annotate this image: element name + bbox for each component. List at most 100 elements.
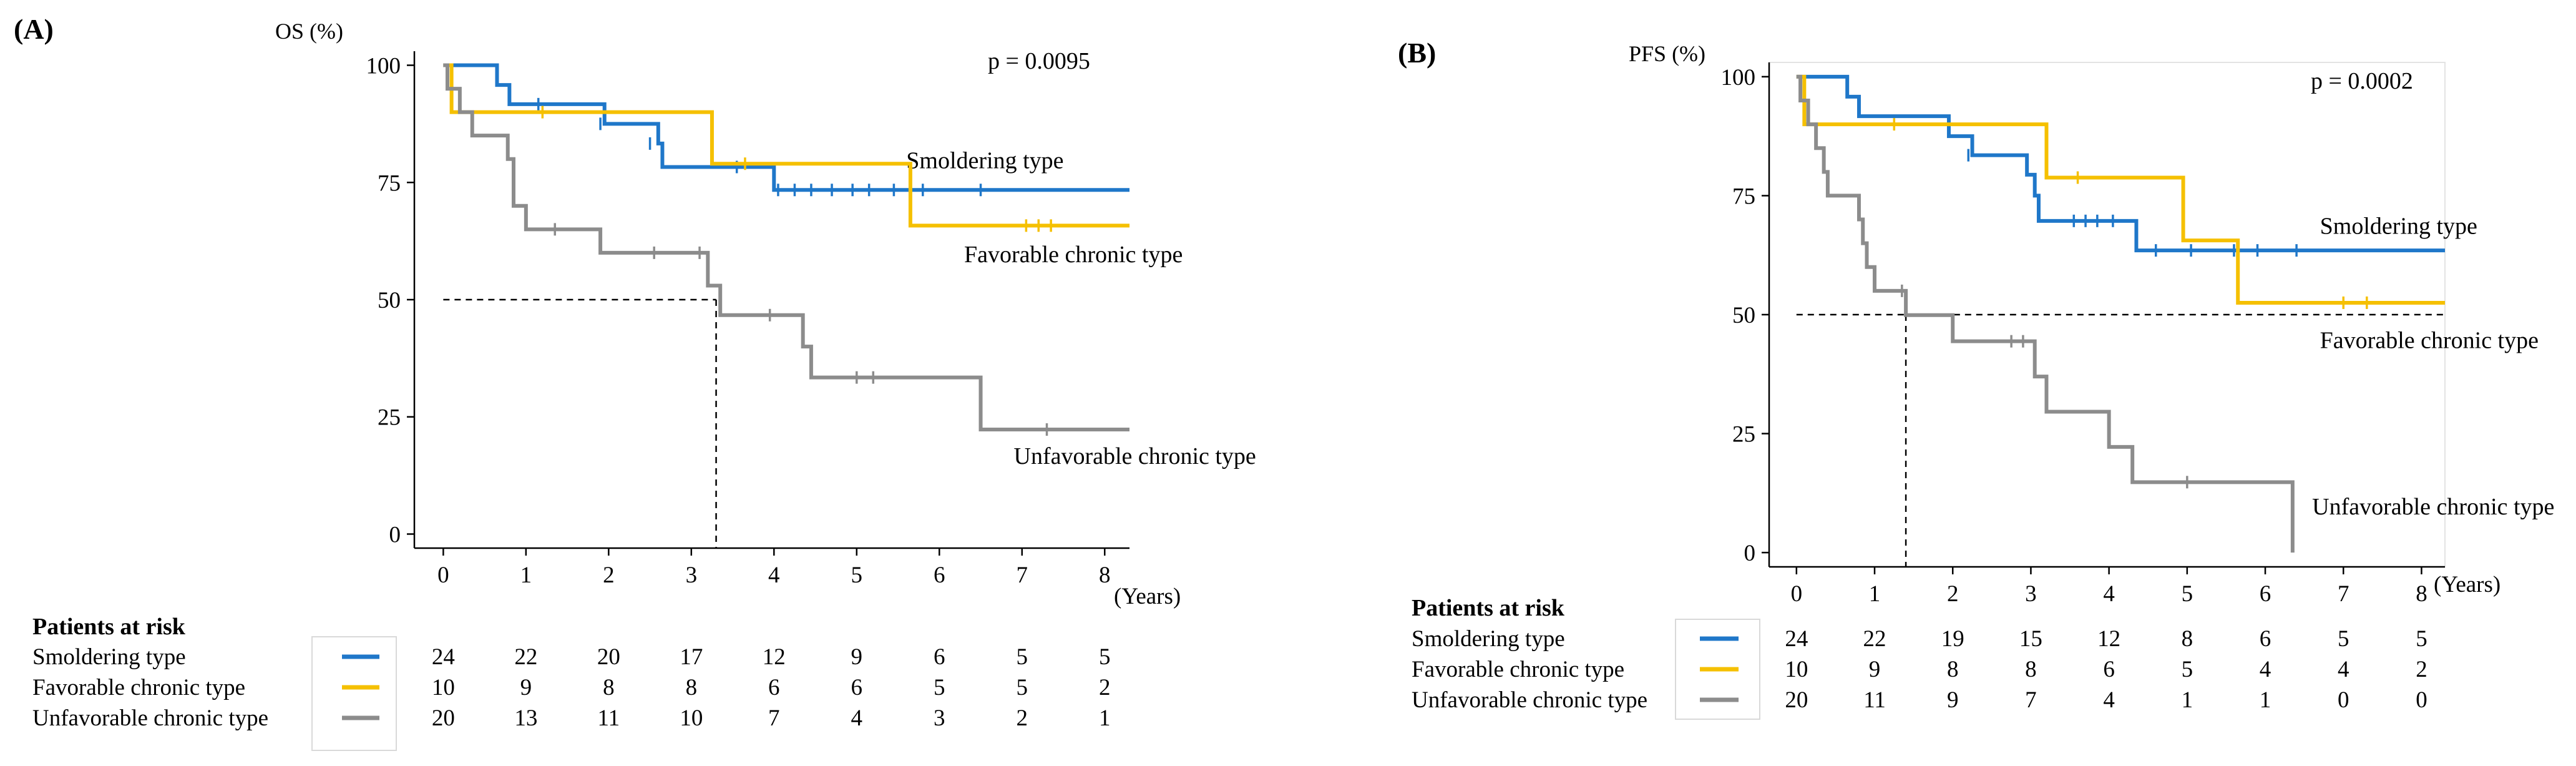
panel-a-risk-count: 13	[514, 705, 537, 731]
panel-a: (A) OS (%) p = 0.0095 (Years) 0255075100…	[14, 13, 1256, 609]
panel-a-risk-count: 6	[851, 675, 863, 700]
panel-a-x-tick-label: 4	[768, 562, 780, 588]
panel-a-risk-count: 5	[1017, 644, 1028, 670]
panel-a-risk-count: 9	[851, 644, 863, 670]
panel-a-series-2-curve	[443, 63, 1129, 432]
panel-a-risk-count: 2	[1099, 675, 1111, 700]
panel-a-y-tick-label: 75	[378, 170, 401, 196]
panel-b-risk-count: 2	[2416, 657, 2427, 682]
panel-a-y-tick-label: 50	[378, 288, 401, 313]
risk-table-a-name-favorable: Favorable chronic type	[32, 675, 245, 700]
panel-b-x-tick-label: 6	[2260, 581, 2271, 607]
panel-a-x-tick-label: 3	[686, 562, 698, 588]
panel-b-risk-count: 4	[2103, 687, 2115, 713]
panel-b-risk-count: 5	[2182, 657, 2193, 682]
panel-a-risk-count: 3	[934, 705, 945, 731]
panel-b-x-tick-label: 5	[2182, 581, 2193, 607]
panel-a-risk-count: 22	[514, 644, 537, 670]
panel-a-risk-count: 8	[603, 675, 615, 700]
risk-table-b-title: Patients at risk	[1412, 595, 1565, 621]
panel-a-y-tick-label: 0	[389, 522, 401, 547]
panel-b-risk-count: 19	[1941, 626, 1964, 652]
panel-a-risk-count: 10	[680, 705, 703, 731]
panel-b-series-1-label: Favorable chronic type	[2320, 327, 2539, 353]
panel-b-risk-count: 12	[2097, 626, 2120, 652]
panel-b-risk-count: 24	[1785, 626, 1808, 652]
panel-b-y-tick-label: 100	[1721, 65, 1756, 91]
panel-a-y-tick-label: 100	[366, 54, 401, 79]
panel-a-series-2-label: Unfavorable chronic type	[1014, 443, 1256, 469]
risk-table-b-name-smoldering: Smoldering type	[1412, 626, 1565, 652]
panel-a-ylabel: OS (%)	[275, 19, 343, 44]
panel-b-risk-count: 4	[2260, 657, 2271, 682]
panel-b-risk-count: 8	[2182, 626, 2193, 652]
panel-b-x-tick-label: 4	[2103, 581, 2115, 607]
panel-a-risk-count: 7	[768, 705, 780, 731]
panel-b-risk-count: 11	[1863, 687, 1886, 713]
panel-a-risk-count: 9	[520, 675, 532, 700]
panel-b-risk-count: 8	[2025, 657, 2037, 682]
risk-table-b-legend-box	[1675, 619, 1760, 720]
risk-table-b-name-unfavorable: Unfavorable chronic type	[1412, 687, 1647, 713]
panel-a-risk-count: 24	[432, 644, 455, 670]
panel-b-risk-count: 5	[2338, 626, 2349, 652]
panel-a-x-tick-label: 1	[520, 562, 532, 588]
panel-b-series-2-curve	[1796, 74, 2295, 553]
panel-b-risk-count: 1	[2260, 687, 2271, 713]
panel-b-risk-count: 10	[1785, 657, 1808, 682]
panel-a-risk-count: 8	[686, 675, 698, 700]
panel-a-risk-count: 6	[768, 675, 780, 700]
panel-a-risk-count: 5	[1099, 644, 1111, 670]
panel-b-risk-count: 1	[2182, 687, 2193, 713]
panel-b-ylabel: PFS (%)	[1629, 41, 1705, 66]
panel-b: (B) PFS (%) p = 0.0002 (Years) 025507510…	[1398, 37, 2554, 607]
panel-a-series-1-label: Favorable chronic type	[964, 242, 1183, 268]
panel-b-risk-count: 6	[2260, 626, 2271, 652]
risk-table-a-legend-box	[311, 636, 397, 751]
panel-b-risk-count: 0	[2338, 687, 2349, 713]
risk-table-a: Patients at risk Smoldering type Favorab…	[32, 614, 1111, 751]
panel-a-series-0-curve	[443, 63, 1129, 192]
panel-b-series-0-curve	[1796, 74, 2445, 253]
panel-b-risk-count: 8	[1947, 657, 1959, 682]
panel-b-risk-count: 7	[2025, 687, 2037, 713]
panel-b-y-tick-label: 75	[1732, 184, 1755, 209]
risk-table-a-name-smoldering: Smoldering type	[32, 644, 186, 670]
panel-a-risk-count: 11	[598, 705, 620, 731]
panel-b-y-tick-label: 50	[1732, 303, 1755, 328]
panel-a-risk-count: 5	[934, 675, 945, 700]
panel-a-series-0-label: Smoldering type	[906, 148, 1063, 174]
panel-b-y-tick-label: 0	[1744, 541, 1756, 566]
panel-a-risk-count: 1	[1099, 705, 1111, 731]
panel-b-label: (B)	[1398, 37, 1436, 69]
panel-a-risk-count: 17	[680, 644, 703, 670]
panel-a-xlabel: (Years)	[1114, 584, 1181, 609]
panel-b-risk-count: 20	[1785, 687, 1808, 713]
panel-a-risk-count: 5	[1017, 675, 1028, 700]
panel-a-risk-count: 20	[432, 705, 455, 731]
panel-b-risk-count: 15	[2019, 626, 2042, 652]
panel-b-series-0-label: Smoldering type	[2320, 213, 2477, 239]
risk-table-a-title: Patients at risk	[32, 614, 186, 640]
panel-b-risk-count: 4	[2338, 657, 2349, 682]
panel-a-risk-count: 20	[597, 644, 620, 670]
panel-a-x-tick-label: 0	[437, 562, 449, 588]
panel-b-x-tick-label: 0	[1791, 581, 1803, 607]
panel-a-x-tick-label: 8	[1099, 562, 1111, 588]
panel-b-pvalue: p = 0.0002	[2311, 68, 2413, 94]
panel-a-x-tick-label: 6	[934, 562, 945, 588]
panel-b-x-tick-label: 7	[2338, 581, 2349, 607]
panel-b-risk-count: 0	[2416, 687, 2427, 713]
panel-b-xlabel: (Years)	[2434, 572, 2500, 597]
panel-a-pvalue: p = 0.0095	[988, 48, 1090, 74]
panel-a-label: (A)	[14, 13, 54, 45]
panel-b-risk-count: 5	[2416, 626, 2427, 652]
panel-b-x-tick-label: 3	[2025, 581, 2037, 607]
panel-b-x-tick-label: 8	[2416, 581, 2427, 607]
panel-b-series-1-curve	[1796, 74, 2445, 305]
panel-a-risk-count: 6	[934, 644, 945, 670]
